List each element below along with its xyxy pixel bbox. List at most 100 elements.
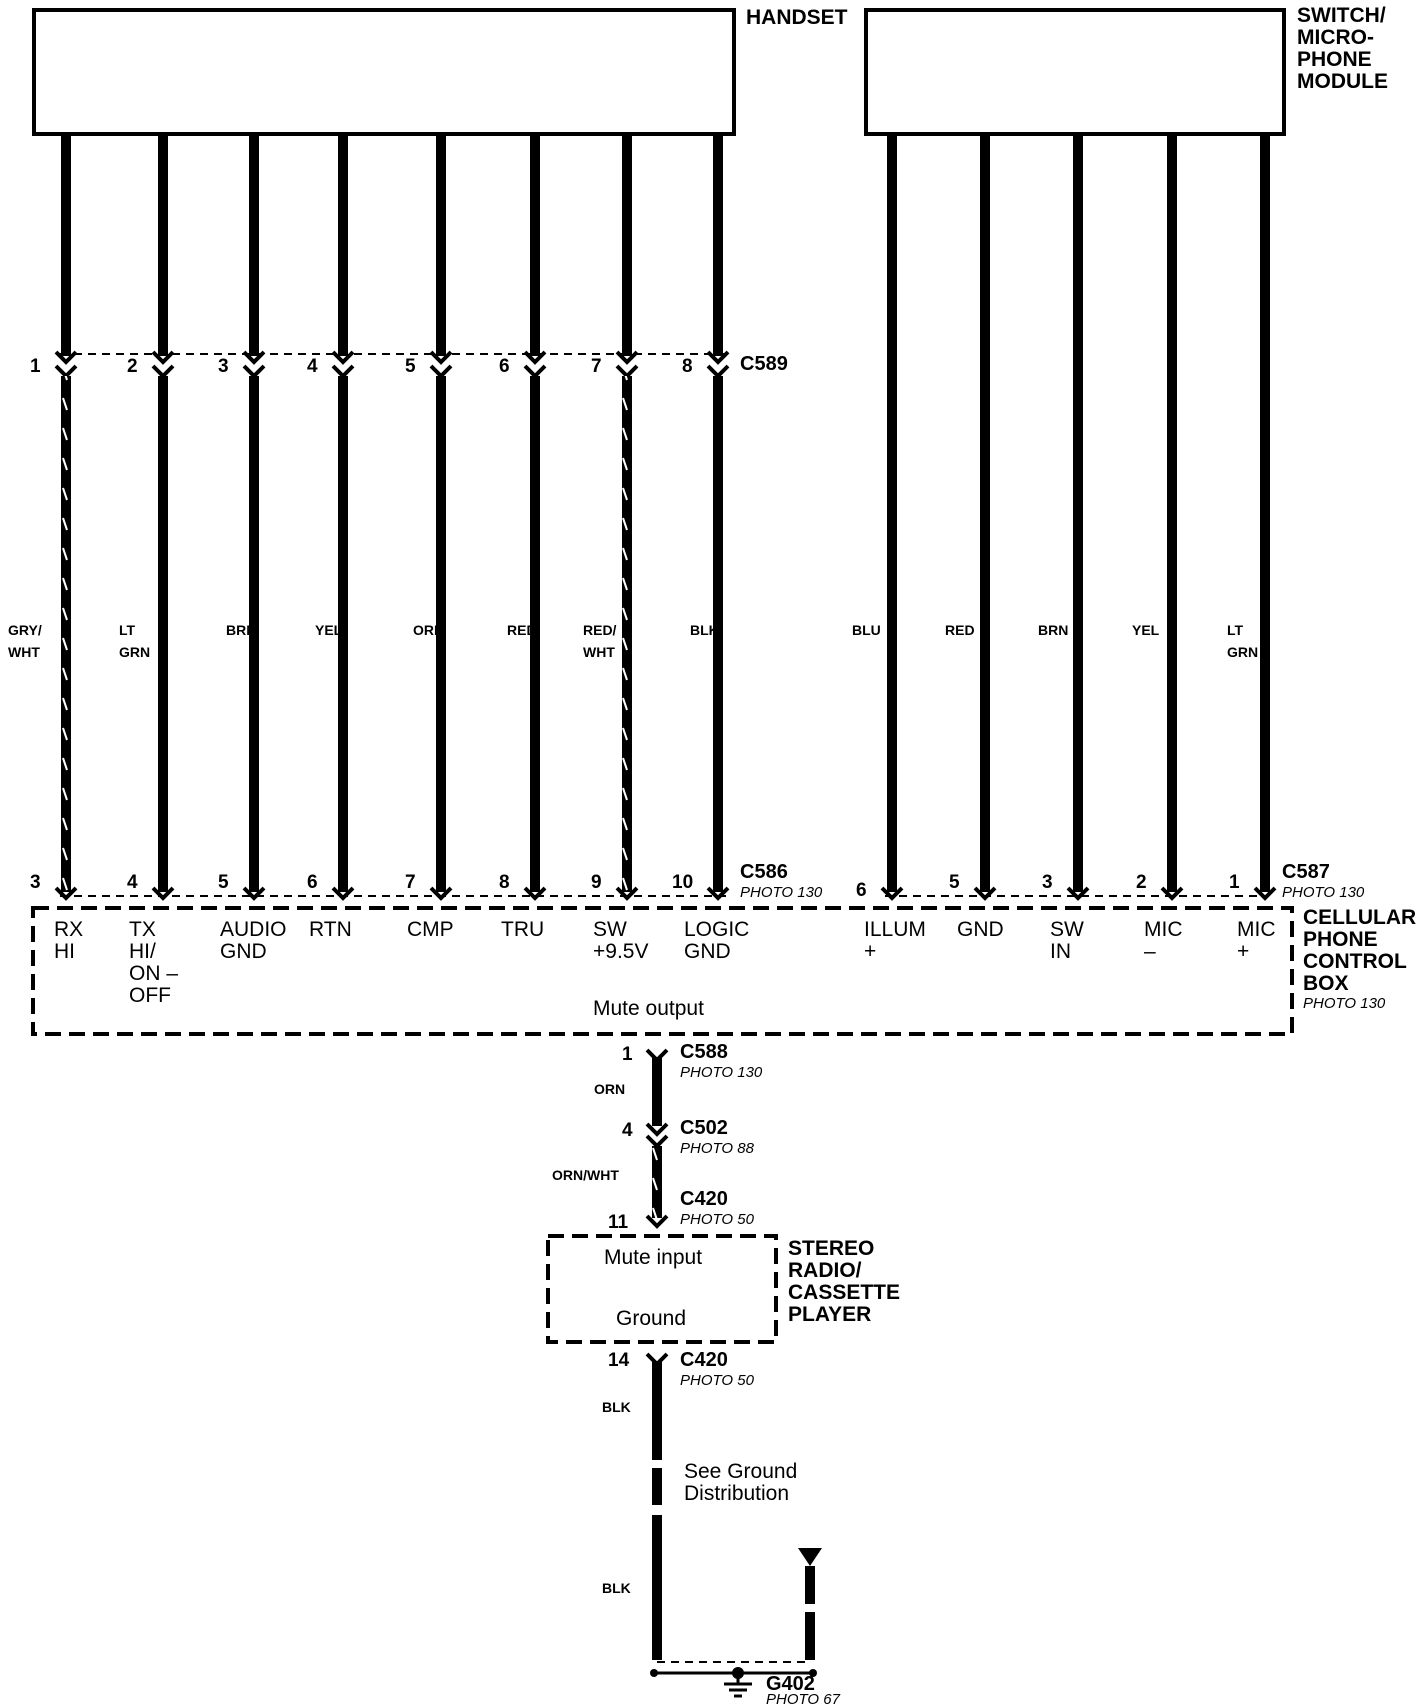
ground-note-2: Distribution	[684, 1482, 789, 1505]
c589-pin: 1	[30, 356, 41, 377]
control-box-pin-function: HI	[54, 940, 75, 963]
c589-terminal	[242, 350, 266, 365]
control-box-pin-function: IN	[1050, 940, 1071, 963]
c589-terminal	[615, 350, 639, 365]
orn-wire-label: ORN	[594, 1081, 625, 1097]
svg-text:RADIO/: RADIO/	[788, 1259, 862, 1282]
wire-lower-striped	[61, 376, 71, 892]
c589-terminal	[151, 350, 175, 365]
c589-pin: 4	[307, 356, 318, 377]
ground-symbol-icon	[724, 1673, 752, 1698]
mute-output-label: Mute output	[593, 997, 704, 1020]
c586-terminal	[331, 886, 355, 901]
control-box-pin-function: MIC	[1144, 918, 1183, 941]
wire-color-label: RED	[945, 622, 975, 638]
c586-pin: 10	[672, 872, 693, 893]
control-box-pin-function: GND	[957, 918, 1004, 941]
svg-text:PHOTO 130: PHOTO 130	[1303, 995, 1386, 1012]
c502-terminal-2	[645, 1134, 669, 1149]
c502-pin: 4	[622, 1120, 633, 1141]
wire-color-label: LT	[119, 622, 136, 638]
c586-pin: 6	[307, 872, 318, 893]
wire-color-label: BRN	[226, 622, 256, 638]
wire-color-label: BLK	[690, 622, 719, 638]
c589-pin: 3	[218, 356, 229, 377]
c589-terminal-2	[429, 364, 453, 379]
svg-text:PHONE: PHONE	[1303, 928, 1378, 951]
control-box-label: CELLULAR PHONE CONTROL BOX PHOTO 130	[1303, 906, 1416, 1012]
c420-top-photo: PHOTO 50	[680, 1211, 755, 1228]
c420-top-terminal	[645, 1214, 669, 1229]
c589-pin: 6	[499, 356, 510, 377]
svg-text:MODULE: MODULE	[1297, 70, 1388, 93]
c587-terminal	[880, 886, 904, 901]
control-box-pin-function: TX	[129, 918, 156, 941]
c586-pin: 7	[405, 872, 416, 893]
control-box-pin-function: +	[864, 940, 876, 963]
c586-terminal	[615, 886, 639, 901]
c586-pin: 4	[127, 872, 138, 893]
c586-terminal	[242, 886, 266, 901]
c586-photo: PHOTO 130	[740, 884, 823, 901]
control-box-pin-function: LOGIC	[684, 918, 749, 941]
cellular-phone-control-box	[31, 906, 1294, 1036]
svg-text:PHONE: PHONE	[1297, 48, 1372, 71]
c589-label: C589	[740, 353, 788, 375]
ground-arrow-icon	[798, 1548, 822, 1566]
c588-photo: PHOTO 130	[680, 1064, 763, 1081]
wire-color-label: GRY/	[8, 622, 42, 638]
wire-color-label: RED/	[583, 622, 617, 638]
control-box-pin-function: SW	[593, 918, 627, 941]
c587-pin: 3	[1042, 872, 1053, 893]
c589-terminal-2	[151, 364, 175, 379]
c586-pin: 5	[218, 872, 229, 893]
c587-pin: 2	[1136, 872, 1147, 893]
control-box-pin-function: CMP	[407, 918, 454, 941]
svg-text:MICRO-: MICRO-	[1297, 26, 1374, 49]
switch-wires: 6BLUILLUM+5REDGND3BRNSWIN2YELMIC–1LTGRNM…	[852, 134, 1277, 963]
wire-lower-striped	[622, 376, 632, 892]
c586-pin: 8	[499, 872, 510, 893]
c586-pin: 3	[30, 872, 41, 893]
svg-text:CONTROL: CONTROL	[1303, 950, 1407, 973]
mute-input-label: Mute input	[604, 1246, 702, 1269]
control-box-pin-function: –	[1144, 940, 1156, 963]
control-box-pin-function: OFF	[129, 984, 171, 1007]
svg-text:BOX: BOX	[1303, 972, 1349, 995]
blk-wire-lower-label: BLK	[602, 1580, 631, 1596]
control-box-pin-function: HI/	[129, 940, 156, 963]
g402-photo: PHOTO 67	[766, 1691, 841, 1706]
c586-terminal	[429, 886, 453, 901]
handset-box	[32, 8, 736, 136]
wire-color-label: WHT	[8, 644, 40, 660]
svg-text:PLAYER: PLAYER	[788, 1303, 871, 1326]
c587-terminal	[1253, 886, 1277, 901]
svg-text:STEREO: STEREO	[788, 1237, 874, 1260]
c589-terminal	[429, 350, 453, 365]
g402-label: G402	[766, 1673, 815, 1695]
c589-terminal-2	[706, 364, 730, 379]
control-box-pin-function: SW	[1050, 918, 1084, 941]
control-box-pin-function: RTN	[309, 918, 352, 941]
c586-pin: 9	[591, 872, 602, 893]
c589-pin: 8	[682, 356, 693, 377]
c586-terminal	[523, 886, 547, 901]
c589-terminal-2	[242, 364, 266, 379]
ground-fn-label: Ground	[616, 1307, 686, 1330]
control-box-pin-function: +	[1237, 940, 1249, 963]
c587-terminal	[1066, 886, 1090, 901]
wire-color-label: WHT	[583, 644, 615, 660]
c589-terminal	[331, 350, 355, 365]
c589-pin: 2	[127, 356, 138, 377]
svg-text:CELLULAR: CELLULAR	[1303, 906, 1416, 929]
c589-terminal	[523, 350, 547, 365]
